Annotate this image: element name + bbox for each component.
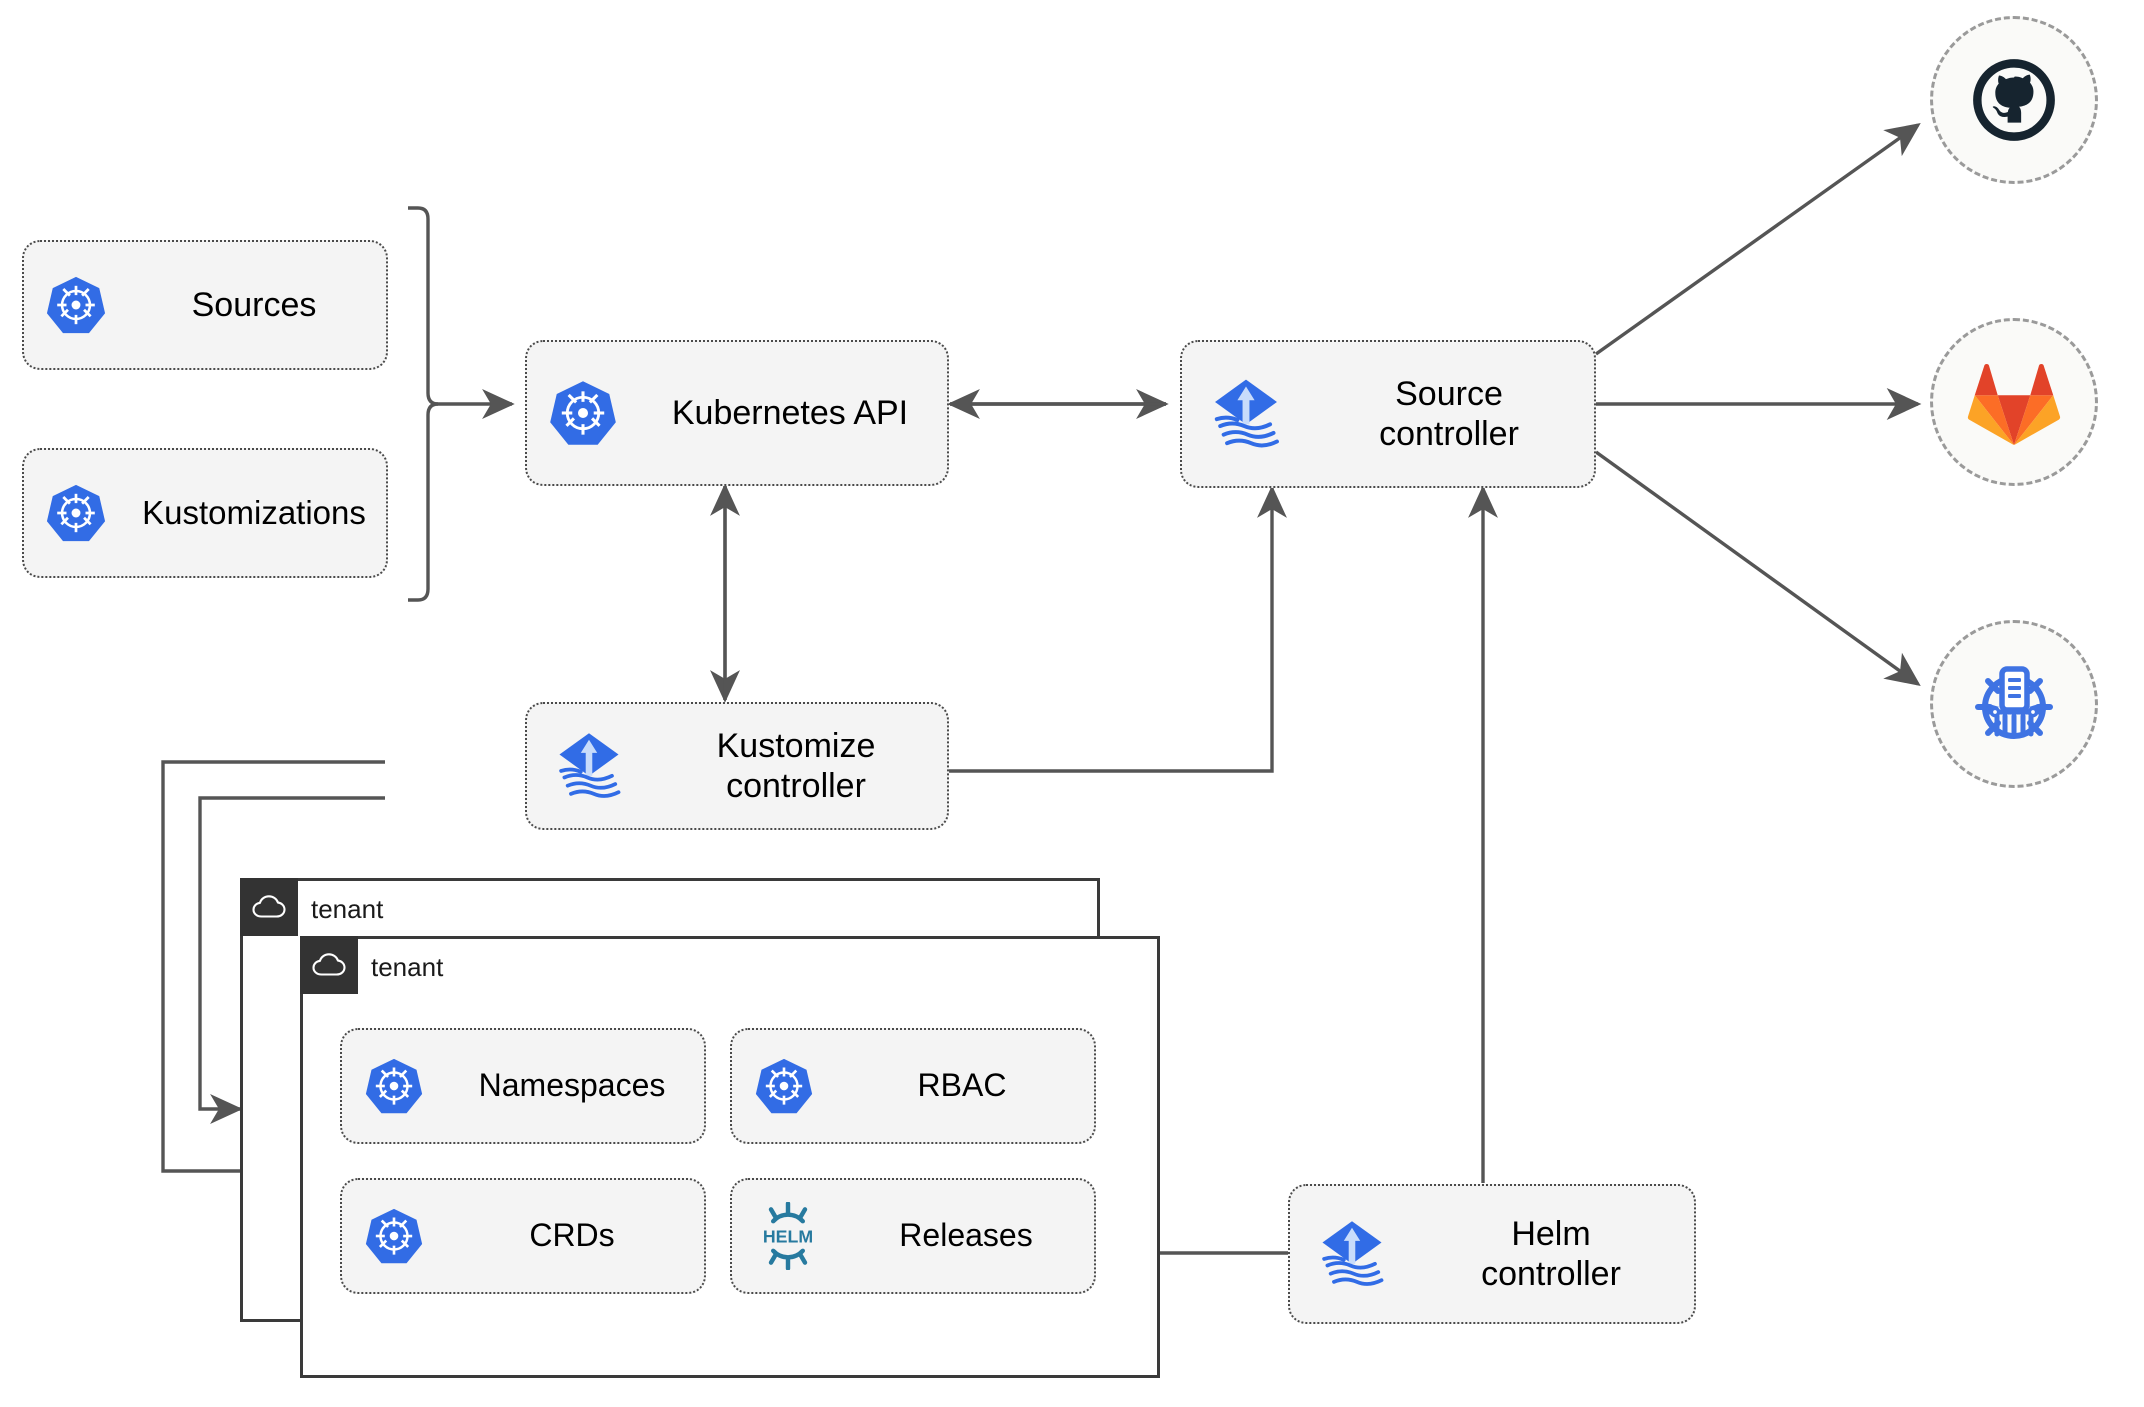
flux-icon: [1182, 371, 1310, 457]
group-bracket: [408, 206, 439, 602]
node-label-kustomize-controller: Kustomize controller: [716, 726, 876, 805]
card-kustomizations[interactable]: Kustomizations: [22, 448, 388, 578]
kubernetes-icon: [732, 1056, 836, 1116]
node-helm-controller[interactable]: Helm controller: [1288, 1184, 1696, 1324]
card-sources[interactable]: Sources: [22, 240, 388, 370]
node-label-source-controller: Source controller: [1379, 374, 1519, 453]
tenant-label-back: tenant: [311, 894, 384, 924]
tenant-label-front: tenant: [371, 952, 444, 982]
gitlab-icon: [1967, 363, 2061, 446]
helm-repository-icon: [1975, 666, 2053, 739]
tenant-container-front[interactable]: tenant: [300, 936, 1160, 1378]
kubernetes-icon: [342, 1056, 446, 1116]
tenant-tab-back: [240, 878, 298, 936]
endpoint-github[interactable]: [1930, 16, 2098, 184]
endpoint-gitlab[interactable]: [1930, 318, 2098, 486]
node-kubernetes-api[interactable]: Kubernetes API: [525, 340, 949, 486]
card-label-crds: CRDs: [529, 1217, 615, 1254]
card-namespaces[interactable]: Namespaces: [340, 1028, 706, 1144]
helm-icon: HELM: [732, 1202, 844, 1270]
wire-source-to-github: [1595, 123, 1921, 356]
endpoint-helm-repository[interactable]: [1930, 620, 2098, 788]
github-icon: [1973, 59, 2055, 141]
card-label-namespaces: Namespaces: [478, 1067, 666, 1104]
tenant-tab-front: [300, 936, 358, 994]
card-rbac[interactable]: RBAC: [730, 1028, 1096, 1144]
cloud-icon: [312, 953, 346, 976]
kubernetes-icon: [527, 378, 639, 448]
card-label-rbac: RBAC: [917, 1067, 1007, 1104]
node-label-helm-controller: Helm controller: [1481, 1214, 1621, 1293]
wire-source-to-bucket: [1595, 450, 1921, 686]
card-label-releases: Releases: [899, 1217, 1033, 1254]
svg-text:HELM: HELM: [763, 1227, 813, 1247]
node-label-kubernetes-api: Kubernetes API: [671, 393, 909, 432]
card-releases[interactable]: HELM Releases: [730, 1178, 1096, 1294]
cloud-icon: [252, 895, 286, 918]
card-crds[interactable]: CRDs: [340, 1178, 706, 1294]
kubernetes-icon: [342, 1206, 446, 1266]
kubernetes-icon: [24, 274, 128, 336]
card-label-sources: Sources: [191, 285, 317, 324]
flux-icon: [1290, 1213, 1414, 1295]
kubernetes-icon: [24, 482, 128, 544]
node-source-controller[interactable]: Source controller: [1180, 340, 1596, 488]
flux-icon: [527, 725, 651, 807]
wire-kustomize-to-source: [948, 485, 1287, 773]
card-label-kustomizations: Kustomizations: [142, 493, 366, 531]
node-kustomize-controller[interactable]: Kustomize controller: [525, 702, 949, 830]
